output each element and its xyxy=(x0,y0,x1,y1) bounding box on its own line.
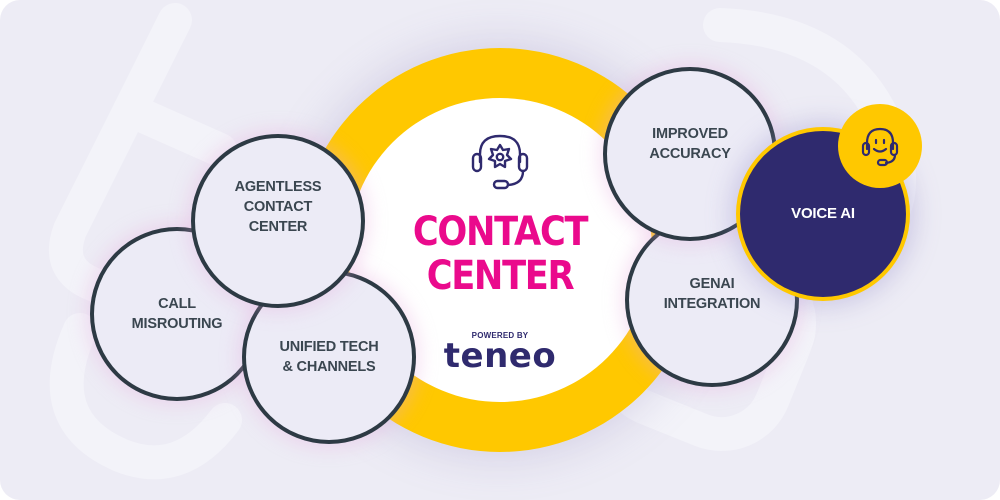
bubble-label: AGENTLESS CONTACT CENTER xyxy=(234,179,322,235)
bubble-label: CALL MISROUTING xyxy=(131,296,223,332)
bubble-label: VOICE AI xyxy=(791,205,855,222)
bubble-label: GENAI INTEGRATION xyxy=(663,276,761,312)
powered-by-label: POWERED BY xyxy=(471,331,529,340)
hub-title-line2: CENTER xyxy=(426,253,575,299)
smiling-headset-agent-icon xyxy=(861,127,899,167)
hub-title: CONTACT CENTER xyxy=(368,210,632,298)
hub-title-line1: CONTACT xyxy=(412,209,589,255)
headset-gear-icon xyxy=(471,134,529,190)
bubble-label: IMPROVED ACCURACY xyxy=(649,126,731,162)
bubble-agentless-contact-center: AGENTLESS CONTACT CENTER xyxy=(191,134,365,308)
voice-ai-badge xyxy=(838,104,922,188)
teneo-logo: teneo xyxy=(443,336,557,376)
bubble-label: UNIFIED TECH & CHANNELS xyxy=(279,339,379,375)
